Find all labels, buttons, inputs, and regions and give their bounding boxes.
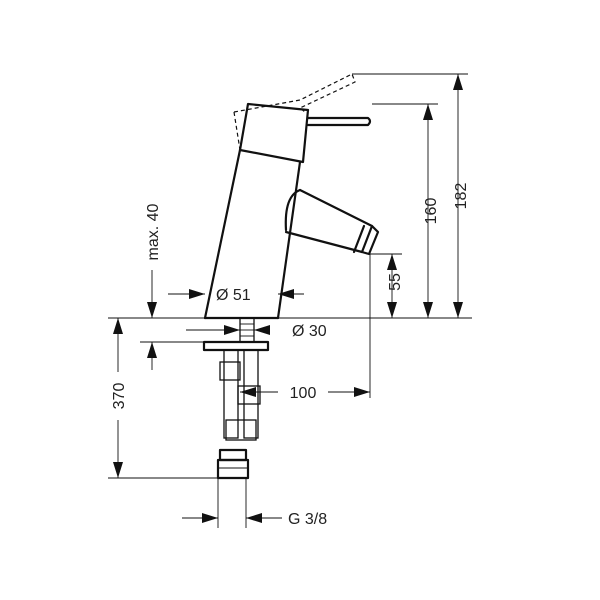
dim-label-thread: G 3/8 xyxy=(288,511,327,528)
dim-label-diameter-30: Ø 30 xyxy=(292,323,327,340)
extension-lines xyxy=(108,73,472,528)
dim-label-370: 370 xyxy=(111,383,128,410)
dim-label-max-40: max. 40 xyxy=(145,203,162,260)
mounting-parts xyxy=(202,317,270,480)
dim-label-160: 160 xyxy=(423,198,440,225)
dimension-lines xyxy=(113,74,463,523)
dim-label-diameter-51: Ø 51 xyxy=(216,287,251,304)
dim-label-100: 100 xyxy=(290,385,317,402)
dim-label-182: 182 xyxy=(453,183,470,210)
faucet-body xyxy=(203,73,380,320)
dim-label-55: 55 xyxy=(387,273,404,291)
